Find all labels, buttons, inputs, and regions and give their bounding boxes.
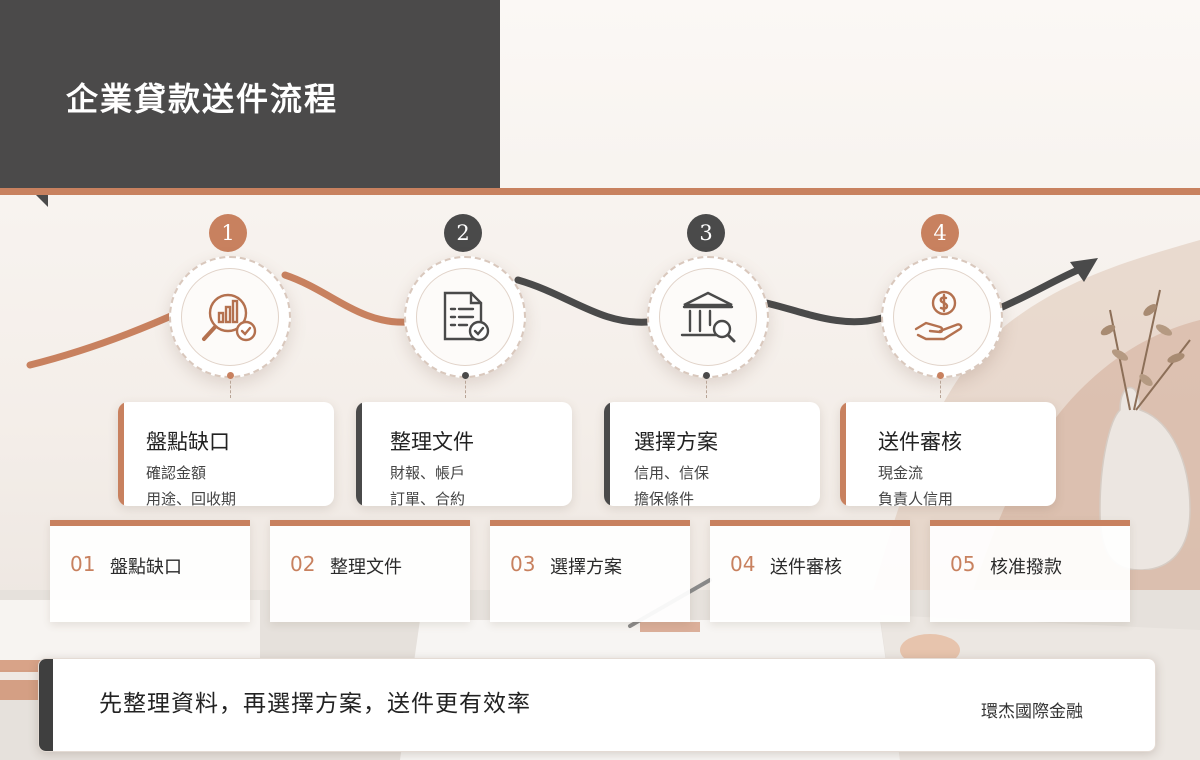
tab-label: 選擇方案 — [550, 557, 622, 578]
step-1-icon-ring — [169, 256, 291, 378]
tab-label: 核准撥款 — [990, 557, 1062, 578]
step-card-4: 送件審核 現金流 負責人信用 — [840, 402, 1056, 506]
tab-label: 盤點缺口 — [110, 557, 182, 578]
step-number-3: 3 — [687, 214, 725, 252]
card-accent-bar — [840, 402, 846, 506]
step-detail: 信用、信保 — [634, 464, 710, 482]
step-1-stem — [230, 376, 231, 398]
step-title: 送件審核 — [878, 430, 962, 454]
step-detail: 確認金額 — [146, 464, 207, 482]
step-detail: 財報、帳戶 — [390, 464, 466, 482]
step-title: 選擇方案 — [634, 430, 718, 454]
bank-search-icon — [680, 291, 736, 343]
step-2-icon-ring — [404, 256, 526, 378]
step-detail: 訂單、合約 — [390, 490, 466, 506]
tab-number: 02 — [290, 552, 316, 576]
step-title: 盤點缺口 — [146, 430, 230, 454]
step-title: 整理文件 — [390, 430, 474, 454]
step-detail: 擔保條件 — [634, 490, 695, 506]
title-rule — [0, 188, 1200, 195]
tab-number: 05 — [950, 552, 976, 576]
step-detail: 現金流 — [878, 464, 924, 482]
brand-name: 環杰國際金融 — [981, 702, 1083, 722]
step-2-stem-dot — [462, 372, 469, 379]
step-card-1: 盤點缺口 確認金額 用途、回收期 — [118, 402, 334, 506]
card-accent-bar — [604, 402, 610, 506]
step-tab-01: 01 盤點缺口 — [50, 520, 250, 622]
step-tab-02: 02 整理文件 — [270, 520, 470, 622]
step-1-stem-dot — [227, 372, 234, 379]
step-3-stem-dot — [703, 372, 710, 379]
footer-tagline: 先整理資料，再選擇方案，送件更有效率 — [99, 691, 531, 717]
tab-number: 03 — [510, 552, 536, 576]
step-number-1: 1 — [209, 214, 247, 252]
tab-number: 01 — [70, 552, 96, 576]
step-4-stem — [940, 376, 941, 398]
title-banner: 企業貸款送件流程 — [0, 0, 500, 188]
flow-path — [26, 258, 1098, 369]
tab-number: 04 — [730, 552, 756, 576]
step-4-stem-dot — [937, 372, 944, 379]
step-tab-03: 03 選擇方案 — [490, 520, 690, 622]
hand-coin-icon — [914, 290, 963, 341]
step-number-4: 4 — [921, 214, 959, 252]
footer-banner: 先整理資料，再選擇方案，送件更有效率 環杰國際金融 — [38, 658, 1156, 752]
step-detail: 負責人信用 — [878, 490, 954, 506]
step-tab-04: 04 送件審核 — [710, 520, 910, 622]
tab-label: 送件審核 — [770, 557, 842, 578]
title-notch — [36, 195, 48, 207]
tab-label: 整理文件 — [330, 557, 402, 578]
step-card-2: 整理文件 財報、帳戶 訂單、合約 — [356, 402, 572, 506]
magnifier-chart-check-icon — [202, 293, 257, 342]
step-2-stem — [465, 376, 466, 398]
step-tab-05: 05 核准撥款 — [930, 520, 1130, 622]
step-card-3: 選擇方案 信用、信保 擔保條件 — [604, 402, 820, 506]
card-accent-bar — [118, 402, 124, 506]
step-number-2: 2 — [444, 214, 482, 252]
document-check-icon — [443, 291, 490, 342]
card-accent-bar — [356, 402, 362, 506]
step-3-stem — [706, 376, 707, 398]
step-4-icon-ring — [881, 256, 1003, 378]
step-3-icon-ring — [647, 256, 769, 378]
footer-accent-bar — [39, 659, 53, 751]
step-detail: 用途、回收期 — [146, 490, 237, 506]
page-title: 企業貸款送件流程 — [66, 80, 339, 118]
